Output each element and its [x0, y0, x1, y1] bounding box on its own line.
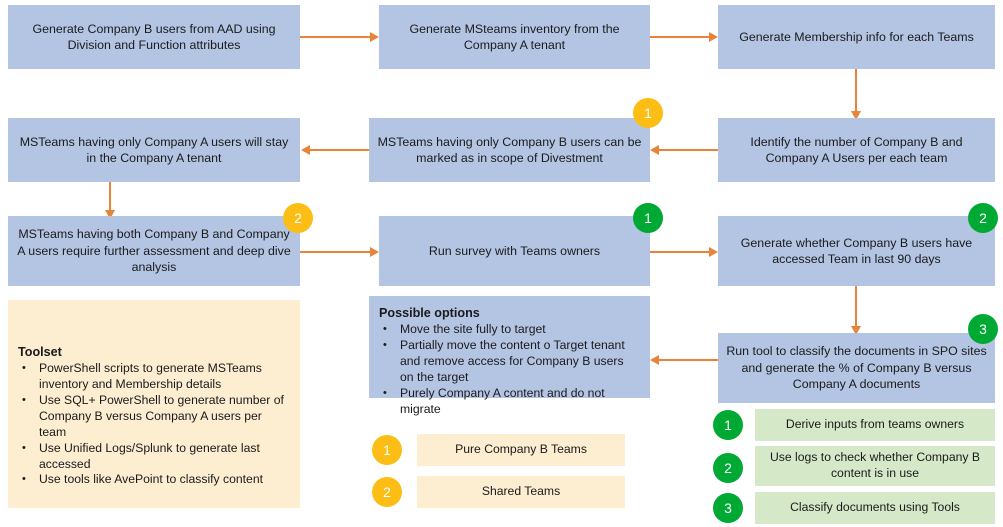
panel-toolset: Toolset PowerShell scripts to generate M…: [8, 300, 300, 508]
node-classify-spo-label: Run tool to classify the documents in SP…: [726, 344, 987, 392]
legend-green-badge-3[interactable]: 3: [713, 493, 743, 523]
legend-green-item-1-label: Derive inputs from teams owners: [785, 417, 965, 432]
legend-yellow-badge-1[interactable]: 1: [372, 435, 402, 465]
badge-classify-spo-number: 3: [979, 321, 987, 337]
arrowhead-membership-to-identify: [851, 111, 861, 120]
legend-yellow-item-2[interactable]: Shared Teams: [417, 476, 625, 508]
connector-users-to-inventory: [300, 36, 370, 38]
node-run-survey-label: Run survey with Teams owners: [428, 243, 601, 258]
toolset-item: Use tools like AvePoint to classify cont…: [18, 471, 286, 488]
arrowhead-onlya-to-both: [105, 210, 115, 219]
badge-accessed-90-days-number: 2: [979, 210, 987, 226]
node-accessed-90-days-label: Generate whether Company B users have ac…: [740, 235, 973, 267]
badge-accessed-90-days[interactable]: 2: [968, 203, 998, 233]
node-only-b-users[interactable]: MSTeams having only Company B users can …: [369, 118, 650, 182]
badge-only-b-users-number: 1: [644, 105, 652, 121]
badge-classify-spo[interactable]: 3: [968, 314, 998, 344]
node-generate-membership[interactable]: Generate Membership info for each Teams: [718, 5, 995, 69]
possible-options-item: Partially move the content o Target tena…: [379, 337, 640, 386]
legend-green-badge-1[interactable]: 1: [713, 410, 743, 440]
legend-yellow-badge-1-number: 1: [383, 442, 391, 458]
node-only-b-users-label: MSTeams having only Company B users can …: [377, 134, 642, 166]
possible-options-item: Purely Company A content and do not migr…: [379, 385, 640, 418]
badge-run-survey[interactable]: 1: [633, 203, 663, 233]
legend-green-item-3[interactable]: Classify documents using Tools: [755, 492, 995, 524]
node-both-users[interactable]: MSTeams having both Company B and Compan…: [8, 216, 300, 286]
connector-identify-to-onlyb: [659, 149, 718, 151]
legend-green-item-2[interactable]: Use logs to check whether Company B cont…: [755, 446, 995, 486]
legend-green-badge-2[interactable]: 2: [713, 453, 743, 483]
possible-options-title: Possible options: [379, 306, 480, 320]
connector-membership-to-identify: [855, 69, 857, 111]
arrowhead-users-to-inventory: [370, 32, 379, 42]
node-generate-users[interactable]: Generate Company B users from AAD using …: [8, 5, 300, 69]
arrowhead-both-to-survey: [370, 247, 379, 257]
legend-green-item-1[interactable]: Derive inputs from teams owners: [755, 409, 995, 441]
arrowhead-onlyb-to-onlya: [301, 145, 310, 155]
panel-possible-options: Possible options Move the site fully to …: [369, 296, 650, 416]
toolset-list: PowerShell scripts to generate MSTeams i…: [18, 360, 286, 488]
node-run-survey[interactable]: Run survey with Teams owners: [379, 216, 650, 286]
arrowhead-classify-to-options: [650, 355, 659, 365]
toolset-item: Use SQL+ PowerShell to generate number o…: [18, 392, 286, 441]
legend-yellow-item-1[interactable]: Pure Company B Teams: [417, 434, 625, 466]
badge-run-survey-number: 1: [644, 210, 652, 226]
legend-green-badge-1-number: 1: [724, 417, 732, 433]
legend-yellow-badge-2-number: 2: [383, 484, 391, 500]
legend-green-item-3-label: Classify documents using Tools: [790, 500, 960, 515]
possible-options-list: Move the site fully to target Partially …: [379, 321, 640, 418]
connector-onlyb-to-onlya: [310, 149, 369, 151]
node-only-a-users-label: MSTeams having only Company A users will…: [19, 134, 289, 166]
badge-only-b-users[interactable]: 1: [633, 98, 663, 128]
legend-green-item-2-label: Use logs to check whether Company B cont…: [770, 450, 980, 480]
arrowhead-inventory-to-membership: [709, 32, 718, 42]
connector-inventory-to-membership: [650, 36, 709, 38]
badge-both-users-number: 2: [294, 210, 302, 226]
legend-yellow-item-2-label: Shared Teams: [481, 484, 561, 499]
node-only-a-users[interactable]: MSTeams having only Company A users will…: [8, 118, 300, 182]
legend-green-badge-3-number: 3: [724, 500, 732, 516]
node-classify-spo[interactable]: Run tool to classify the documents in SP…: [718, 333, 995, 403]
node-both-users-label: MSTeams having both Company B and Compan…: [17, 227, 291, 275]
connector-accessed-to-classify: [855, 286, 857, 326]
connector-both-to-survey: [300, 251, 370, 253]
connector-onlya-to-both: [109, 182, 111, 212]
connector-survey-to-accessed: [650, 251, 709, 253]
legend-green-badge-2-number: 2: [724, 460, 732, 476]
node-identify-numbers[interactable]: Identify the number of Company B and Com…: [718, 118, 995, 182]
node-accessed-90-days[interactable]: Generate whether Company B users have ac…: [718, 216, 995, 286]
node-generate-inventory-label: Generate MSteams inventory from the Comp…: [409, 21, 620, 53]
arrowhead-accessed-to-classify: [851, 326, 861, 335]
toolset-item: PowerShell scripts to generate MSTeams i…: [18, 360, 286, 393]
toolset-title: Toolset: [18, 345, 62, 359]
node-generate-membership-label: Generate Membership info for each Teams: [739, 29, 974, 44]
node-generate-inventory[interactable]: Generate MSteams inventory from the Comp…: [379, 5, 650, 69]
node-generate-users-label: Generate Company B users from AAD using …: [32, 21, 276, 53]
arrowhead-survey-to-accessed: [709, 247, 718, 257]
node-identify-numbers-label: Identify the number of Company B and Com…: [750, 134, 963, 166]
legend-yellow-badge-2[interactable]: 2: [372, 477, 402, 507]
possible-options-item: Move the site fully to target: [379, 321, 640, 338]
legend-yellow-item-1-label: Pure Company B Teams: [455, 442, 587, 457]
toolset-item: Use Unified Logs/Splunk to generate last…: [18, 440, 286, 473]
arrowhead-identify-to-onlyb: [650, 145, 659, 155]
badge-both-users[interactable]: 2: [283, 203, 313, 233]
connector-classify-to-options: [659, 359, 718, 361]
